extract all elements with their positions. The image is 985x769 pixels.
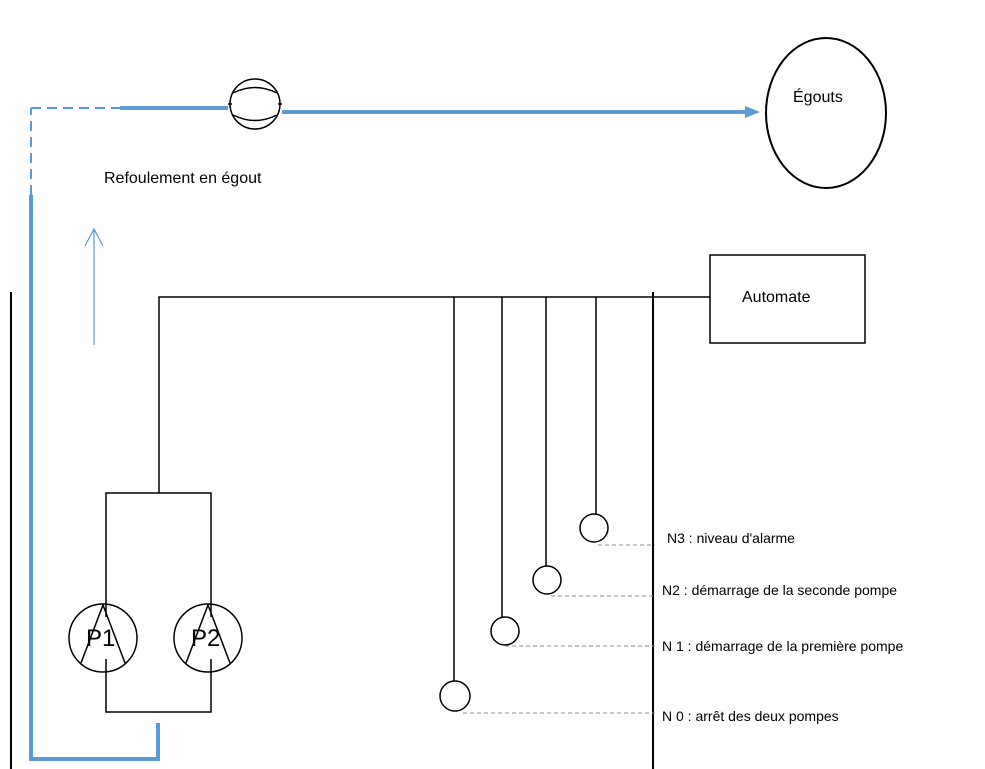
level-leaders — [463, 544, 655, 714]
pump-p2-icon — [173, 602, 243, 673]
float-switch-n1-icon — [490, 616, 520, 646]
upward-flow-arrow-icon — [84, 227, 104, 345]
level-n0-label: N 0 : arrêt des deux pompes — [662, 708, 839, 724]
flow-arrowhead-icon — [745, 106, 760, 118]
controller-label: Automate — [742, 289, 811, 306]
float-switch-n3-icon — [579, 513, 609, 543]
discharge-pipe-riser — [29, 195, 160, 761]
control-wiring — [158, 296, 710, 681]
discharge-pipe — [29, 106, 748, 761]
float-switch-n2-icon — [532, 565, 562, 595]
float-switches — [439, 513, 609, 712]
sewer-ellipse — [765, 37, 887, 189]
sewer-label: Égouts — [793, 89, 843, 106]
flow-meter-icon — [228, 78, 282, 130]
discharge-label: Refoulement en égout — [104, 170, 262, 187]
pump-manifold — [105, 492, 212, 713]
level-n3-label: N3 : niveau d'alarme — [667, 530, 795, 546]
pump-p1-icon — [68, 602, 138, 673]
level-n1-label: N 1 : démarrage de la première pompe — [662, 638, 904, 654]
level-n2-label: N2 : démarrage de la seconde pompe — [662, 582, 898, 598]
pump-p2-label: P2 — [191, 625, 221, 652]
pump-p1-label: P1 — [86, 625, 116, 652]
float-switch-n0-icon — [439, 680, 471, 712]
controller-box — [709, 254, 866, 344]
